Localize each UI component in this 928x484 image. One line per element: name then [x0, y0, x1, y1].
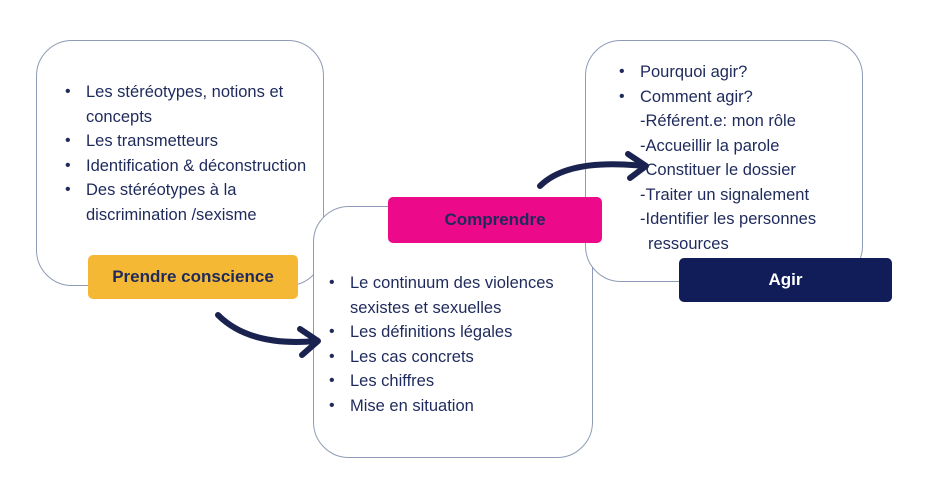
list-item: Les chiffres: [324, 369, 586, 394]
sub-list-item: -Traiter un signalement: [640, 185, 810, 204]
sub-list-item: -Référent.e: mon rôle: [640, 112, 796, 130]
list-item: Les définitions légales: [324, 320, 586, 345]
agir-list: Pourquoi agir? Comment agir?: [614, 60, 854, 109]
sub-list-item: -Identifier les personnes: [640, 210, 817, 228]
label-prendre-conscience: Prendre conscience: [88, 255, 298, 299]
comprendre-list: Le continuum des violences sexistes et s…: [324, 271, 586, 418]
label-agir: Agir: [679, 258, 892, 302]
list-item: Les transmetteurs: [60, 129, 310, 154]
sub-list-item: -Accueillir la parole: [640, 136, 780, 155]
arrow-to-comprendre-icon: [215, 312, 321, 358]
list-item: Des stéréotypes à la discrimination /sex…: [60, 178, 310, 227]
list-item: Le continuum des violences sexistes et s…: [324, 271, 586, 320]
sub-list-item: ressources: [648, 234, 729, 253]
label-comprendre: Comprendre: [388, 197, 602, 243]
prendre-conscience-list: Les stéréotypes, notions et concepts Les…: [60, 80, 310, 227]
list-item: Identification & déconstruction: [60, 154, 310, 179]
list-item: Pourquoi agir?: [614, 60, 854, 85]
list-item: Les cas concrets: [324, 345, 586, 370]
list-item: Mise en situation: [324, 394, 586, 419]
list-item: Les stéréotypes, notions et concepts: [60, 80, 310, 129]
list-item: Comment agir?: [614, 85, 854, 110]
arrow-to-agir-icon: [537, 151, 649, 189]
sub-list-item: -Constituer le dossier: [640, 161, 796, 179]
agir-sublist: -Référent.e: mon rôle -Accueillir la par…: [640, 109, 860, 256]
